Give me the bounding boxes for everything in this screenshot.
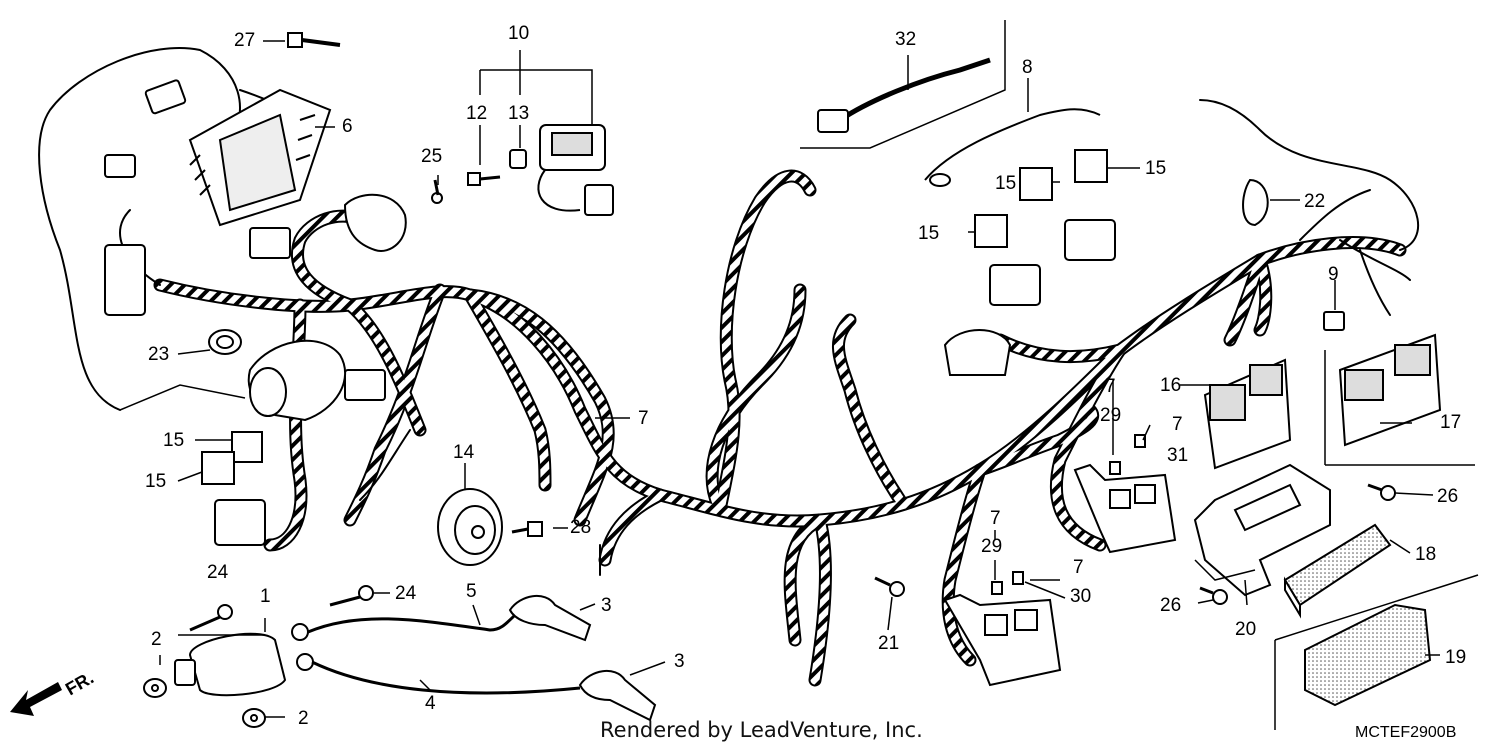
ecm-16 [1203, 358, 1292, 470]
horn-14 [437, 488, 503, 566]
connector-6a [104, 79, 386, 401]
front-direction-arrow [10, 682, 62, 716]
callout-15: 15 [145, 471, 167, 492]
bolt-21 [874, 576, 905, 597]
bolt-28 [511, 521, 543, 537]
callout-30: 30 [1070, 586, 1092, 607]
callout-20: 20 [1235, 619, 1257, 640]
diagram-code: MCTEF2900B [1355, 724, 1457, 741]
bolts-24 [189, 585, 374, 632]
rubber-boot [343, 193, 407, 252]
callout-25: 25 [421, 146, 443, 167]
harness-32 [817, 57, 991, 133]
callout-22: 22 [1304, 191, 1326, 212]
callout-7: 7 [1172, 414, 1183, 435]
fuse-box-lower [943, 571, 1062, 687]
callout-29: 29 [1100, 405, 1122, 426]
callout-4: 4 [425, 693, 436, 714]
plug-caps [508, 595, 657, 722]
callout-7: 7 [638, 408, 649, 429]
plug-wires [307, 613, 581, 695]
bracket-20 [1193, 463, 1331, 597]
callout-2: 2 [151, 629, 162, 650]
callout-23: 23 [148, 344, 170, 365]
ecm-17 [1338, 333, 1442, 447]
callout-27: 27 [234, 30, 256, 51]
render-credit: Rendered by LeadVenture, Inc. [600, 718, 923, 742]
callout-18: 18 [1415, 544, 1437, 565]
clamp-23 [208, 329, 242, 355]
callout-24: 24 [395, 583, 417, 604]
callout-16: 16 [1160, 375, 1182, 396]
callout-2: 2 [298, 708, 309, 729]
callout-3: 3 [601, 595, 612, 616]
callout-7: 7 [1073, 557, 1084, 578]
callout-9: 9 [1328, 264, 1339, 285]
bolts-top [287, 32, 527, 204]
callout-14: 14 [453, 442, 475, 463]
callout-12: 12 [466, 103, 488, 124]
callout-31: 31 [1167, 445, 1189, 466]
callout-8: 8 [1022, 57, 1033, 78]
regulator-rectifier [188, 88, 332, 227]
callout-3: 3 [674, 651, 685, 672]
callout-13: 13 [508, 103, 530, 124]
callout-26: 26 [1160, 595, 1182, 616]
ignition-module [943, 329, 1012, 376]
callout-32: 32 [895, 29, 917, 50]
callout-15: 15 [995, 173, 1017, 194]
callout-1: 1 [260, 586, 271, 607]
harness-8 [924, 108, 1101, 187]
callout-28: 28 [570, 517, 592, 538]
meter-10 [537, 124, 614, 216]
nuts-2 [143, 678, 266, 728]
cover-18 [1283, 523, 1392, 619]
callout-15: 15 [163, 430, 185, 451]
relays-center [974, 149, 1116, 306]
relays-left [201, 431, 266, 546]
cover-19 [1304, 603, 1432, 707]
ignition-coil [174, 623, 314, 697]
connector-9 [1323, 311, 1345, 331]
callout-10: 10 [508, 23, 530, 44]
leader-lines [119, 20, 1479, 730]
main-harness [38, 47, 1419, 687]
horn-switch-cylinder [247, 339, 346, 422]
callout-19: 19 [1445, 647, 1467, 668]
callout-7: 7 [990, 508, 1001, 529]
callout-21: 21 [878, 633, 900, 654]
callout-29: 29 [981, 536, 1003, 557]
callout-5: 5 [466, 581, 477, 602]
callout-24: 24 [207, 562, 229, 583]
callout-15: 15 [1145, 158, 1167, 179]
callout-7: 7 [1105, 376, 1116, 397]
clip-22 [1242, 178, 1269, 227]
callout-17: 17 [1440, 412, 1462, 433]
callout-26: 26 [1437, 486, 1459, 507]
callout-15: 15 [918, 223, 940, 244]
fuse-box-upper [1073, 434, 1177, 554]
callout-6: 6 [342, 116, 353, 137]
